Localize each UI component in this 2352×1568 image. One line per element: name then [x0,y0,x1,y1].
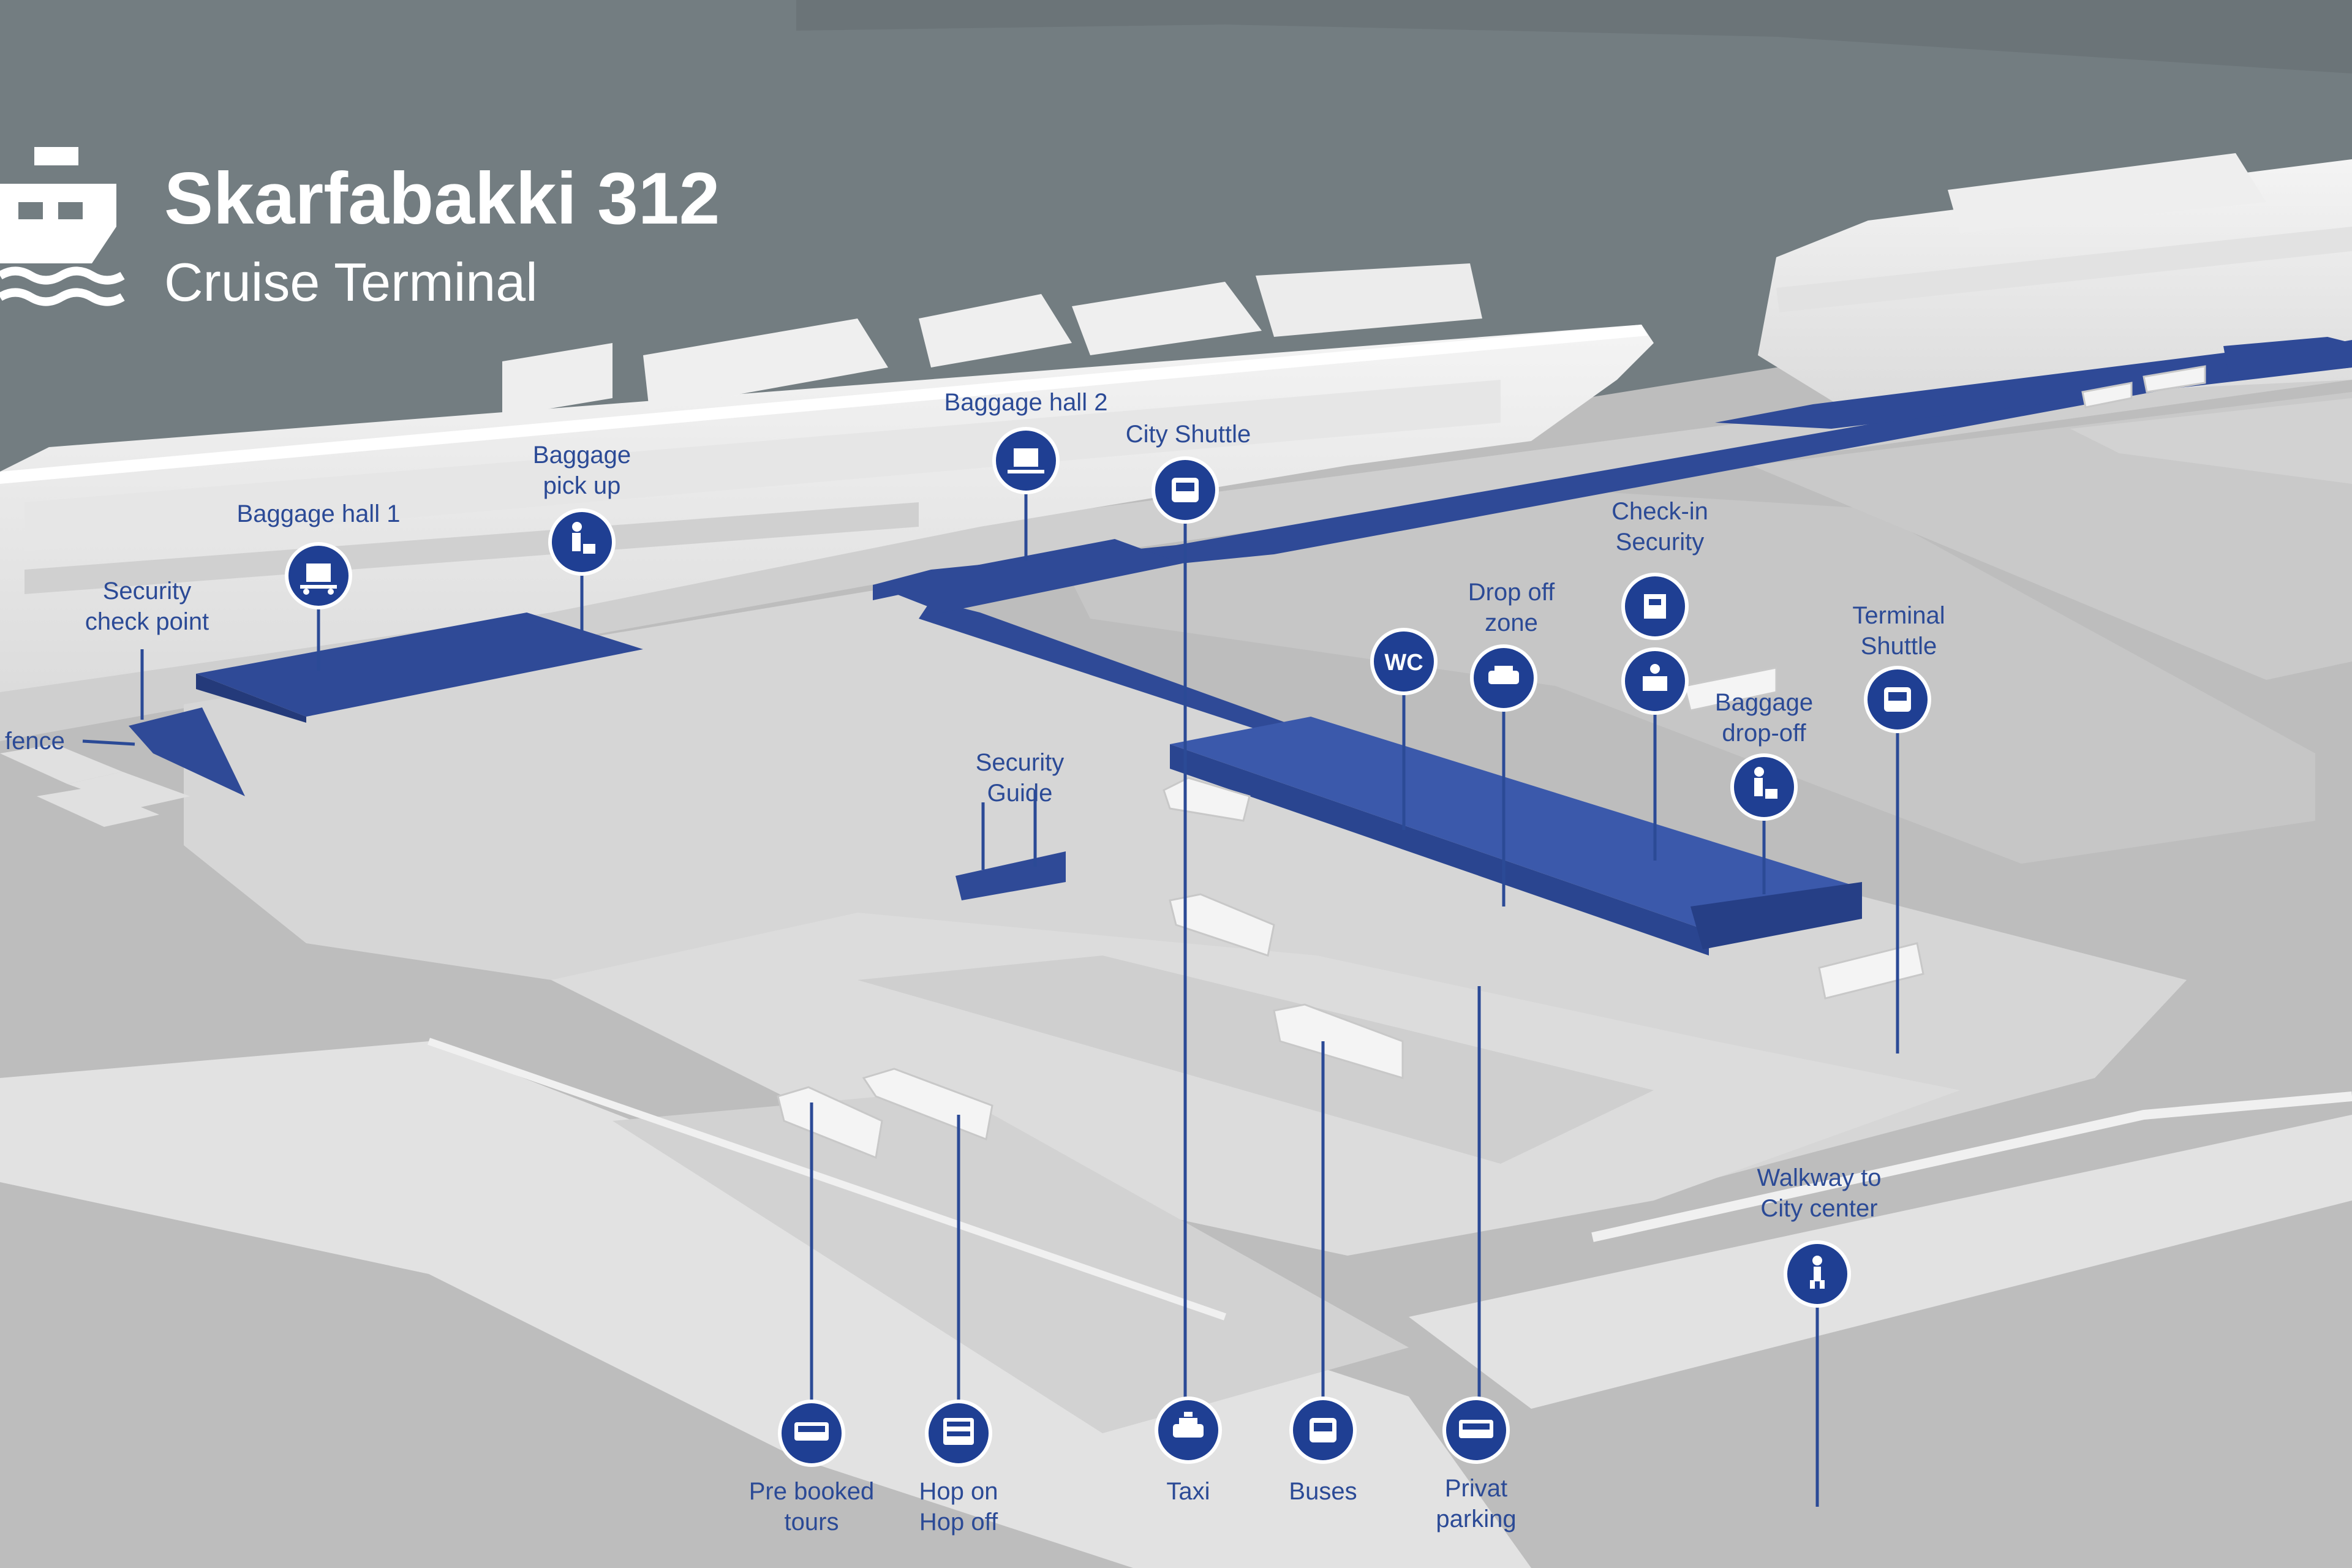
label-drop-off-zone: Drop off zone [1468,579,1555,636]
road-right [1409,1115,2352,1409]
label-taxi: Taxi [1166,1478,1210,1505]
wc-icon [1370,628,1438,695]
label-baggage-hall-1: Baggage hall 1 [236,500,401,527]
label-security-guide: Security Guide [975,749,1065,807]
warehouse-slab-1 [1066,490,2315,864]
label-pre-booked-tours: Pre booked tours [748,1478,875,1536]
person-luggage-icon [1730,753,1798,821]
label-fence: fence [5,728,65,755]
parking-lanes [858,956,1654,1164]
wc-glyph: WC [1384,650,1423,676]
cruise-ship-1 [0,263,1654,692]
warehouse-slab-3 [2070,398,2352,484]
label-privat-parking: Privat parking [1436,1475,1517,1532]
security-guide-booth [956,851,1066,900]
label-walkway-to-city-center: Walkway to City center [1757,1164,1882,1222]
security-check-building [129,707,245,796]
label-city-shuttle: City Shuttle [1125,421,1251,448]
label-buses: Buses [1289,1478,1357,1505]
map-title: Skarfabakki 312 [164,157,720,239]
cruise-ship-logo-icon [0,147,125,306]
person-luggage-icon [548,508,616,576]
label-hop-on-hop-off: Hop on Hop off [919,1478,998,1536]
baggage-hall-2-building [873,539,1182,612]
baggage-hall-1-building [196,612,643,717]
label-baggage-drop-off: Baggage drop-off [1714,689,1814,747]
label-baggage-hall-2: Baggage hall 2 [944,389,1108,416]
label-check-in-security: Check-in Security [1611,498,1708,556]
gangway-corridor [873,337,2352,735]
road-main [0,1041,1531,1568]
containers [0,744,190,827]
main-terminal-roof [1170,717,1862,931]
label-baggage-pick-up: Baggage pick up [532,442,631,499]
main-terminal-front [1170,744,1709,956]
map-subtitle: Cruise Terminal [164,252,538,312]
cruise-ship-2 [1758,153,2352,404]
water-shade [796,0,2352,74]
label-security-check-point: Security check point [85,578,209,635]
vehicles [777,365,2206,1159]
label-terminal-shuttle: Terminal Shuttle [1852,602,1945,660]
